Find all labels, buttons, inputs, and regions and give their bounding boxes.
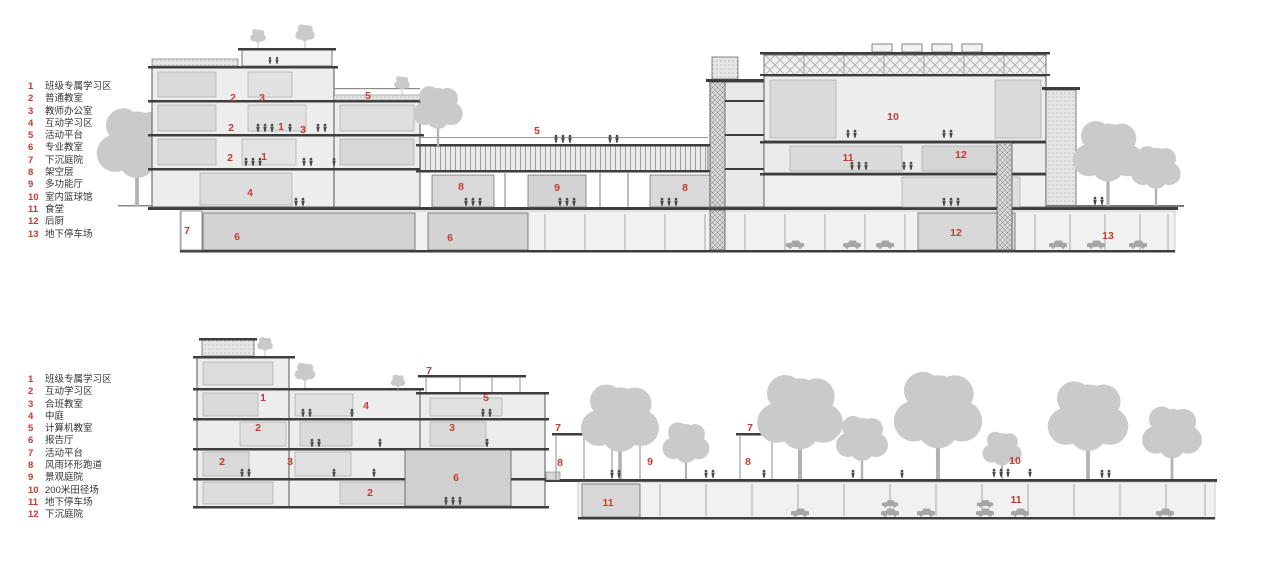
legend-item-number: 11 [28, 496, 39, 508]
bottom-underground-parking [577, 481, 1216, 520]
legend-item-number: 7 [28, 447, 34, 459]
legend-item-label: 200米田径场 [45, 484, 99, 496]
legend-item-number: 2 [28, 386, 34, 398]
legend-item-number: 6 [28, 435, 34, 447]
legend-item-number: 3 [28, 105, 34, 117]
legend-item-label: 中庭 [45, 410, 65, 422]
legend-item: 11 食堂 [28, 204, 112, 216]
legend-item: 3 合班教室 [28, 399, 112, 411]
legend-item: 9 景观庭院 [28, 472, 112, 484]
top-bridge-corridor [412, 85, 715, 208]
legend-item-label: 多功能厅 [45, 179, 84, 191]
legend-item-label: 计算机教室 [45, 423, 93, 435]
legend-item-number: 4 [28, 410, 34, 422]
legend-item-label: 班级专属学习区 [45, 374, 112, 385]
top-core-tower [706, 56, 768, 251]
legend-item-label: 地下停车场 [45, 228, 93, 240]
legend-item-number: 12 [28, 509, 39, 521]
legend-bottom: 1 班级专属学习区 2 互动学习区 3 合班教室 4 中庭 5 计算机教室 6 报告厅 7 活动平台 8 风雨… [28, 374, 112, 522]
legend-item: 2 互动学习区 [28, 386, 112, 398]
legend-item-label: 互动学习区 [45, 117, 93, 129]
legend-item: 4 互动学习区 [28, 118, 112, 130]
legend-item: 8 架空层 [28, 167, 112, 179]
legend-item-label: 地下停车场 [45, 496, 93, 508]
legend-item: 2 普通教室 [28, 93, 112, 105]
legend-item-number: 1 [28, 374, 34, 385]
legend-item-label: 活动平台 [45, 447, 84, 459]
legend-item-label: 下沉庭院 [45, 154, 84, 166]
bottom-section-drawing [193, 336, 1217, 520]
legend-item-number: 4 [28, 117, 34, 129]
legend-item-number: 8 [28, 460, 34, 472]
legend-item-number: 9 [28, 179, 34, 191]
top-section-drawing [94, 23, 1184, 253]
legend-item-number: 10 [28, 191, 39, 203]
legend-item: 5 计算机教室 [28, 423, 112, 435]
legend-item-number: 12 [28, 216, 39, 228]
skylight-boxes [871, 43, 983, 53]
legend-top: 1 班级专属学习区 2 普通教室 3 教师办公室 4 互动学习区 5 活动平台 6 专业教室 7 下沉庭院… [28, 81, 112, 241]
legend-item-label: 食堂 [45, 203, 65, 215]
legend-item: 10 200米田径场 [28, 485, 112, 497]
legend-item-label: 架空层 [45, 167, 74, 179]
legend-item: 3 教师办公室 [28, 106, 112, 118]
legend-item-label: 下沉庭院 [45, 509, 84, 521]
top-right-building [760, 43, 1080, 251]
legend-item-label: 活动平台 [45, 130, 84, 142]
legend-item-number: 13 [28, 228, 39, 240]
legend-item-label: 班级专属学习区 [45, 81, 112, 92]
legend-item-label: 合班教室 [45, 398, 84, 410]
legend-item: 13 地下停车场 [28, 229, 112, 241]
legend-item-label: 风雨环形跑道 [45, 460, 103, 472]
legend-item: 1 班级专属学习区 [28, 81, 112, 93]
legend-item: 12 后厨 [28, 216, 112, 228]
legend-item-label: 室内篮球馆 [45, 191, 93, 203]
legend-item-label: 互动学习区 [45, 386, 93, 398]
legend-item: 10 室内篮球馆 [28, 192, 112, 204]
legend-item: 9 多功能厅 [28, 179, 112, 191]
top-left-building [148, 23, 424, 208]
legend-item: 5 活动平台 [28, 130, 112, 142]
legend-item: 7 下沉庭院 [28, 155, 112, 167]
legend-item: 4 中庭 [28, 411, 112, 423]
legend-item-label: 教师办公室 [45, 105, 93, 117]
legend-item: 1 班级专属学习区 [28, 374, 112, 386]
legend-item: 11 地下停车场 [28, 497, 112, 509]
legend-item: 8 风雨环形跑道 [28, 460, 112, 472]
legend-item-label: 普通教室 [45, 93, 84, 105]
legend-item: 6 专业教室 [28, 142, 112, 154]
legend-item-label: 专业教室 [45, 142, 84, 154]
legend-item-number: 9 [28, 472, 34, 484]
legend-item-number: 6 [28, 142, 34, 154]
legend-item-number: 5 [28, 423, 34, 435]
legend-item-label: 报告厅 [45, 435, 74, 447]
legend-item: 7 活动平台 [28, 448, 112, 460]
legend-item-number: 1 [28, 81, 34, 92]
legend-item-label: 景观庭院 [45, 472, 84, 484]
bottom-building [193, 336, 549, 509]
legend-item: 6 报告厅 [28, 435, 112, 447]
legend-item: 12 下沉庭院 [28, 509, 112, 521]
top-basement-level [179, 210, 1176, 253]
legend-item-number: 11 [28, 203, 39, 215]
legend-item-number: 10 [28, 484, 39, 496]
legend-item-number: 8 [28, 167, 34, 179]
legend-item-number: 5 [28, 130, 34, 142]
legend-item-label: 后厨 [45, 216, 65, 228]
legend-item-number: 3 [28, 398, 34, 410]
site-trees [579, 372, 1204, 479]
legend-item-number: 2 [28, 93, 34, 105]
legend-item-number: 7 [28, 154, 34, 166]
